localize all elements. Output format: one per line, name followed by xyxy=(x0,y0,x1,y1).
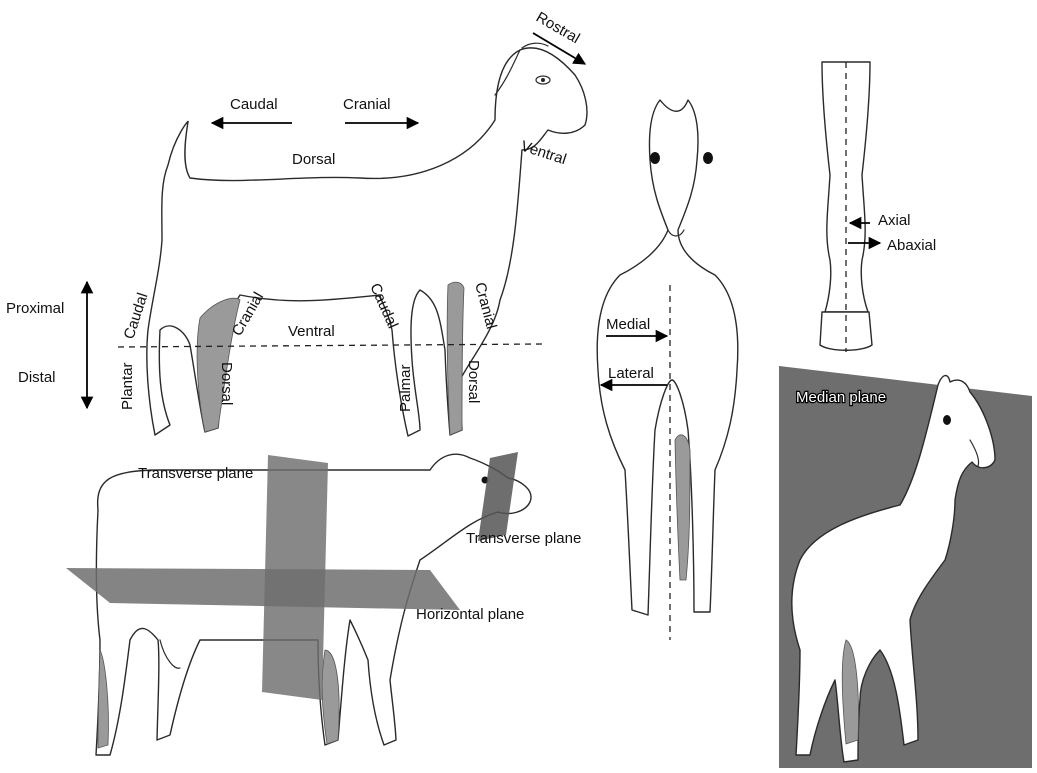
caudal-label: Caudal xyxy=(230,96,278,113)
lateral-label: Lateral xyxy=(608,365,654,382)
proximal-label: Proximal xyxy=(6,300,64,317)
rostral-label: Rostral xyxy=(533,9,583,47)
ventral-head-label: Ventral xyxy=(519,138,569,169)
abaxial-label: Abaxial xyxy=(887,237,936,254)
axial-label: Axial xyxy=(878,212,911,229)
medial-label: Medial xyxy=(606,316,650,333)
hind-caudal-label: Caudal xyxy=(121,291,152,341)
transverse-plane-label-2: Transverse plane xyxy=(466,530,581,547)
transverse-plane-body xyxy=(262,455,328,700)
horizontal-plane-label: Horizontal plane xyxy=(416,606,524,623)
horse-front-figure xyxy=(597,100,738,615)
cranial-label: Cranial xyxy=(343,96,391,113)
palmar-label: Palmar xyxy=(397,364,414,412)
dorsal-label: Dorsal xyxy=(292,151,335,168)
transverse-plane-label-1: Transverse plane xyxy=(138,465,253,482)
plantar-label: Plantar xyxy=(119,362,136,410)
fore-dorsal-label: Dorsal xyxy=(465,360,482,403)
distal-label: Distal xyxy=(18,369,56,386)
leg-hoof-figure xyxy=(820,62,872,352)
ventral-belly-label: Ventral xyxy=(288,323,335,340)
median-plane-label: Median plane xyxy=(796,389,886,406)
hind-dorsal-label: Dorsal xyxy=(218,362,235,405)
